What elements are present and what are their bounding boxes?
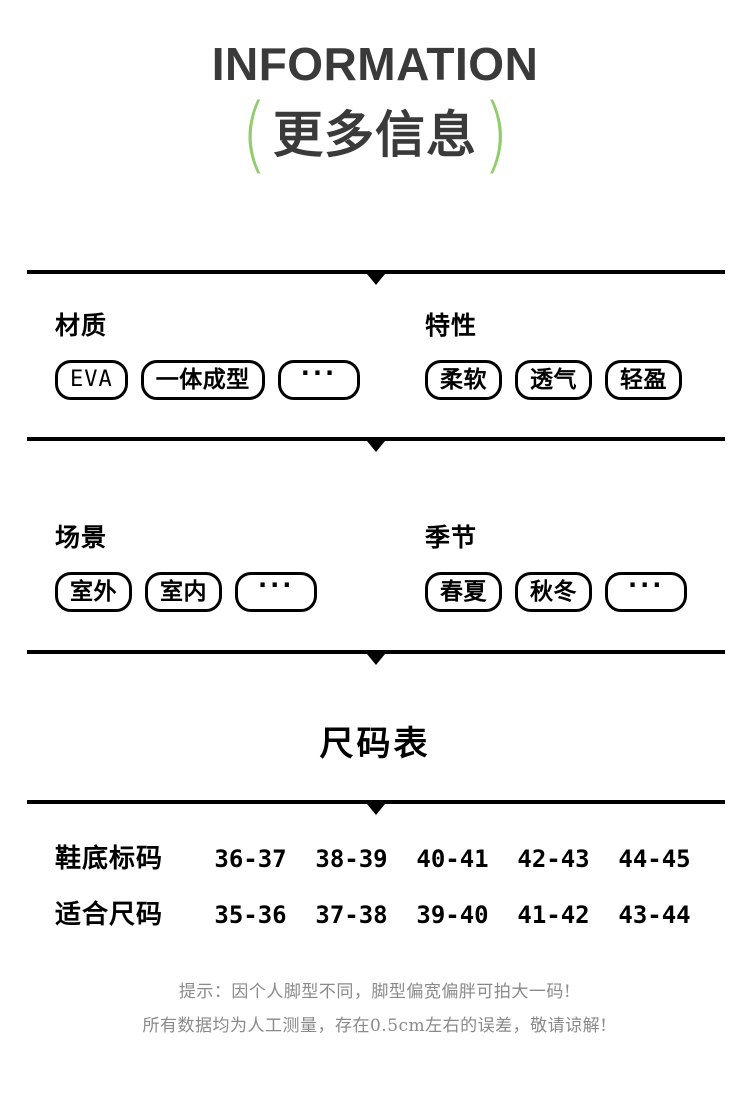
note-line-1: 提示：因个人脚型不同，脚型偏宽偏胖可拍大一码! [178,982,572,1002]
attribute-label-material: 材质 [55,311,108,340]
note-line-2: 所有数据均为人工测量，存在0.5cm左右的误差，敬请谅解! [142,1016,608,1036]
page-title-cn: 更多信息 [273,105,477,164]
tag-list-features: 柔软 透气 轻盈 [425,360,750,400]
table-cell: 38-39 [315,845,388,873]
attribute-label-season: 季节 [425,523,478,552]
tag-list-material: EVA 一体成型 ··· [55,360,362,400]
tag-season-2[interactable]: 秋冬 [515,572,592,612]
attribute-group-material: 材质 EVA 一体成型 ··· [0,306,362,400]
tag-feature-1[interactable]: 柔软 [425,360,502,400]
table-cell: 39-40 [416,901,489,929]
table-cell: 35-36 [214,901,287,929]
tag-season-1[interactable]: 春夏 [425,572,502,612]
divider-rule-1 [27,270,725,285]
size-chart-title: 尺码表 [319,724,431,764]
ellipsis-icon: ··· [628,571,665,599]
tag-scene-more[interactable]: ··· [235,571,318,612]
divider-rule-3 [27,650,725,665]
table-cell: 36-37 [214,845,287,873]
table-row: 鞋底标码 36-37 38-39 40-41 42-43 44-45 [0,838,750,894]
size-chart-table: 鞋底标码 36-37 38-39 40-41 42-43 44-45 适合尺码 … [0,838,750,950]
tag-list-scene: 室外 室内 ··· [55,572,362,612]
tag-list-season: 春夏 秋冬 ··· [425,572,750,612]
table-cell: 40-41 [416,845,489,873]
attribute-section-2: 场景 室外 室内 ··· 季节 春夏 秋冬 ··· [0,518,750,612]
tag-scene-2[interactable]: 室内 [145,572,222,612]
tag-material-more[interactable]: ··· [277,359,361,400]
ellipsis-icon: ··· [300,359,338,387]
tag-material-1[interactable]: EVA [55,360,128,400]
row-header-sole-size: 鞋底标码 [55,844,164,874]
page-header: INFORMATION ( 更多信息 ) [0,0,750,176]
table-cell: 42-43 [517,845,590,873]
tag-feature-2[interactable]: 透气 [515,360,592,400]
table-cell: 37-38 [315,901,388,929]
attribute-section-1: 材质 EVA 一体成型 ··· 特性 柔软 透气 轻盈 [0,306,750,400]
attribute-label-features: 特性 [425,311,478,340]
row-header-fit-size: 适合尺码 [55,900,164,930]
divider-rule-2 [27,437,725,452]
attribute-group-season: 季节 春夏 秋冬 ··· [362,518,750,612]
attribute-label-scene: 场景 [55,523,108,552]
table-cell: 44-45 [618,845,691,873]
triangle-down-icon [367,654,385,665]
triangle-down-icon [367,804,385,815]
table-row: 适合尺码 35-36 37-38 39-40 41-42 43-44 [0,894,750,950]
attribute-group-scene: 场景 室外 室内 ··· [0,518,362,612]
size-chart-notes: 提示：因个人脚型不同，脚型偏宽偏胖可拍大一码! 所有数据均为人工测量，存在0.5… [0,975,750,1043]
left-paren-decoration: ( [241,86,267,183]
triangle-down-icon [367,274,385,285]
tag-feature-3[interactable]: 轻盈 [605,360,682,400]
tag-season-more[interactable]: ··· [605,571,688,612]
divider-rule-4 [27,800,725,815]
right-paren-decoration: ) [483,86,509,183]
table-cell: 43-44 [618,901,691,929]
page-title-en: INFORMATION [211,38,539,90]
table-cell: 41-42 [517,901,590,929]
attribute-group-features: 特性 柔软 透气 轻盈 [362,306,750,400]
page-subtitle: ( 更多信息 ) [0,93,750,176]
tag-material-2[interactable]: 一体成型 [140,360,265,400]
tag-scene-1[interactable]: 室外 [55,572,132,612]
triangle-down-icon [367,441,385,452]
ellipsis-icon: ··· [258,571,295,599]
